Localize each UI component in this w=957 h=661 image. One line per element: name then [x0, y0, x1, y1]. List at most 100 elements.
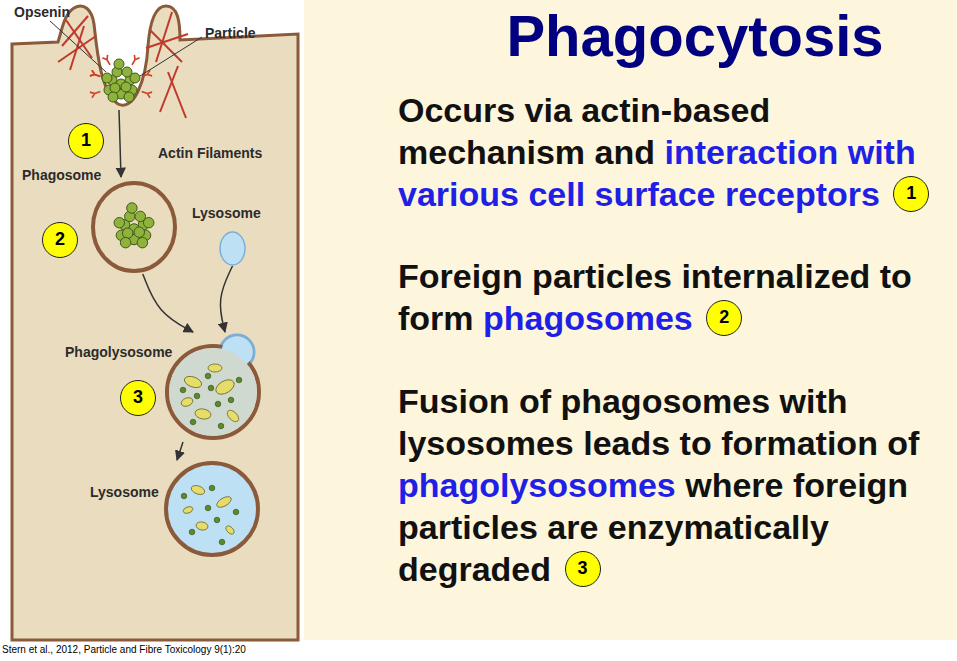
lysosome-outline	[166, 463, 258, 555]
opsonin	[90, 70, 101, 79]
leader-line	[50, 21, 106, 72]
particle-sphere	[108, 92, 118, 102]
particle-sphere	[121, 82, 131, 92]
particle-sphere	[143, 217, 154, 228]
opsonin	[141, 89, 152, 98]
particle	[102, 59, 140, 102]
particle-sphere	[122, 228, 133, 239]
structure-label: Actin Filaments	[158, 145, 262, 161]
structure-label: Phagolysosome	[65, 344, 172, 360]
structure-label: Opsenin	[14, 4, 70, 20]
particle-sphere	[120, 237, 131, 248]
debris-dot	[194, 393, 200, 399]
debris-fragment	[183, 374, 203, 390]
debris-dot	[190, 419, 196, 425]
debris-dot	[233, 509, 239, 515]
lysosome: Lysosome	[162, 460, 262, 558]
debris-dot	[215, 401, 221, 407]
particle-sphere	[124, 92, 134, 102]
debris-dot	[218, 423, 224, 429]
debris-dot	[208, 385, 214, 391]
debris	[180, 364, 242, 429]
bullet-text: Fusion of phagosomes with lysosomes lead…	[398, 382, 919, 462]
process-arrow	[143, 274, 193, 332]
callout-number: 3	[565, 551, 601, 587]
debris-dot	[205, 373, 211, 379]
debris-fragment	[195, 521, 208, 531]
slide-title: Phagocytosis	[440, 2, 950, 69]
debris-fragment	[194, 408, 211, 421]
particle-sphere	[137, 237, 148, 248]
callout-number: 1	[893, 176, 929, 212]
debris-dot	[189, 529, 195, 535]
debris-dot	[205, 505, 211, 511]
shape	[162, 460, 262, 558]
cell-membrane	[12, 6, 298, 640]
particle-sphere	[134, 227, 145, 238]
debris-dot	[180, 387, 186, 393]
shape	[90, 180, 178, 274]
particle	[114, 203, 154, 248]
debris-fragment	[190, 484, 206, 496]
highlighted-term: phagosomes	[483, 299, 693, 337]
actin-filament	[160, 66, 178, 112]
debris-dot	[209, 485, 215, 491]
bullet-paragraph: Foreign particles internalized to form p…	[398, 255, 954, 339]
structure-label: Lysosome	[192, 205, 261, 221]
citation: Stern et al., 2012, Particle and Fibre T…	[2, 644, 246, 655]
debris-fragment	[213, 377, 236, 397]
debris-dot	[214, 517, 220, 523]
debris-fragment	[208, 364, 222, 372]
callout-number: 3	[120, 380, 156, 416]
actin-filament	[156, 12, 172, 62]
debris-fragment	[225, 408, 241, 424]
extracellular-space	[0, 0, 304, 640]
particle-sphere	[114, 59, 124, 69]
debris-fragment	[224, 524, 235, 535]
opsonins	[90, 55, 152, 98]
opsonin	[90, 89, 101, 98]
particle-sphere	[102, 73, 112, 83]
callout-number: 2	[706, 300, 742, 336]
debris-dot	[219, 539, 225, 545]
actin-filament	[146, 34, 188, 48]
process-arrow	[220, 266, 232, 332]
process-arrow	[177, 442, 183, 460]
lysosome-small: Lysosome	[219, 231, 246, 266]
callout-number: 1	[68, 123, 104, 159]
actin-filament	[168, 72, 186, 118]
debris-dot	[236, 377, 242, 383]
particle-sphere	[110, 83, 120, 93]
structure-label: Particle	[205, 25, 256, 41]
phagolysosome-fill	[169, 348, 257, 436]
debris-dot	[181, 493, 187, 499]
actin-filament	[70, 26, 84, 70]
debris-dot	[228, 397, 234, 403]
leader-line	[140, 37, 202, 76]
particle-sphere	[130, 73, 140, 83]
debris-fragment	[180, 396, 194, 408]
bullet-paragraph: Fusion of phagosomes with lysosomes lead…	[398, 380, 954, 590]
phagosome: Phagosome	[90, 180, 178, 274]
callout-number: 2	[42, 222, 78, 258]
phagosome-outline	[93, 183, 175, 271]
footer-strip	[0, 640, 957, 661]
actin-filaments	[58, 12, 188, 118]
particle-sphere	[114, 217, 125, 228]
debris-fragment	[215, 495, 233, 510]
opsonin	[90, 70, 101, 79]
particle-sphere	[127, 203, 137, 214]
opsonin	[129, 55, 139, 67]
phagolysosome: Phagolysosome	[163, 332, 263, 442]
highlighted-term: phagolysosomes	[398, 466, 676, 504]
lysosome-outline	[220, 232, 245, 265]
bullet-paragraph: Occurs via actin-based mechanism and int…	[398, 89, 954, 215]
structure-label: Phagosome	[22, 167, 101, 183]
debris	[181, 484, 239, 545]
shape	[219, 231, 246, 266]
slide-background	[0, 0, 957, 640]
shape	[163, 332, 263, 442]
opsonin	[102, 55, 112, 67]
structure-label: Lysosome	[90, 484, 159, 500]
